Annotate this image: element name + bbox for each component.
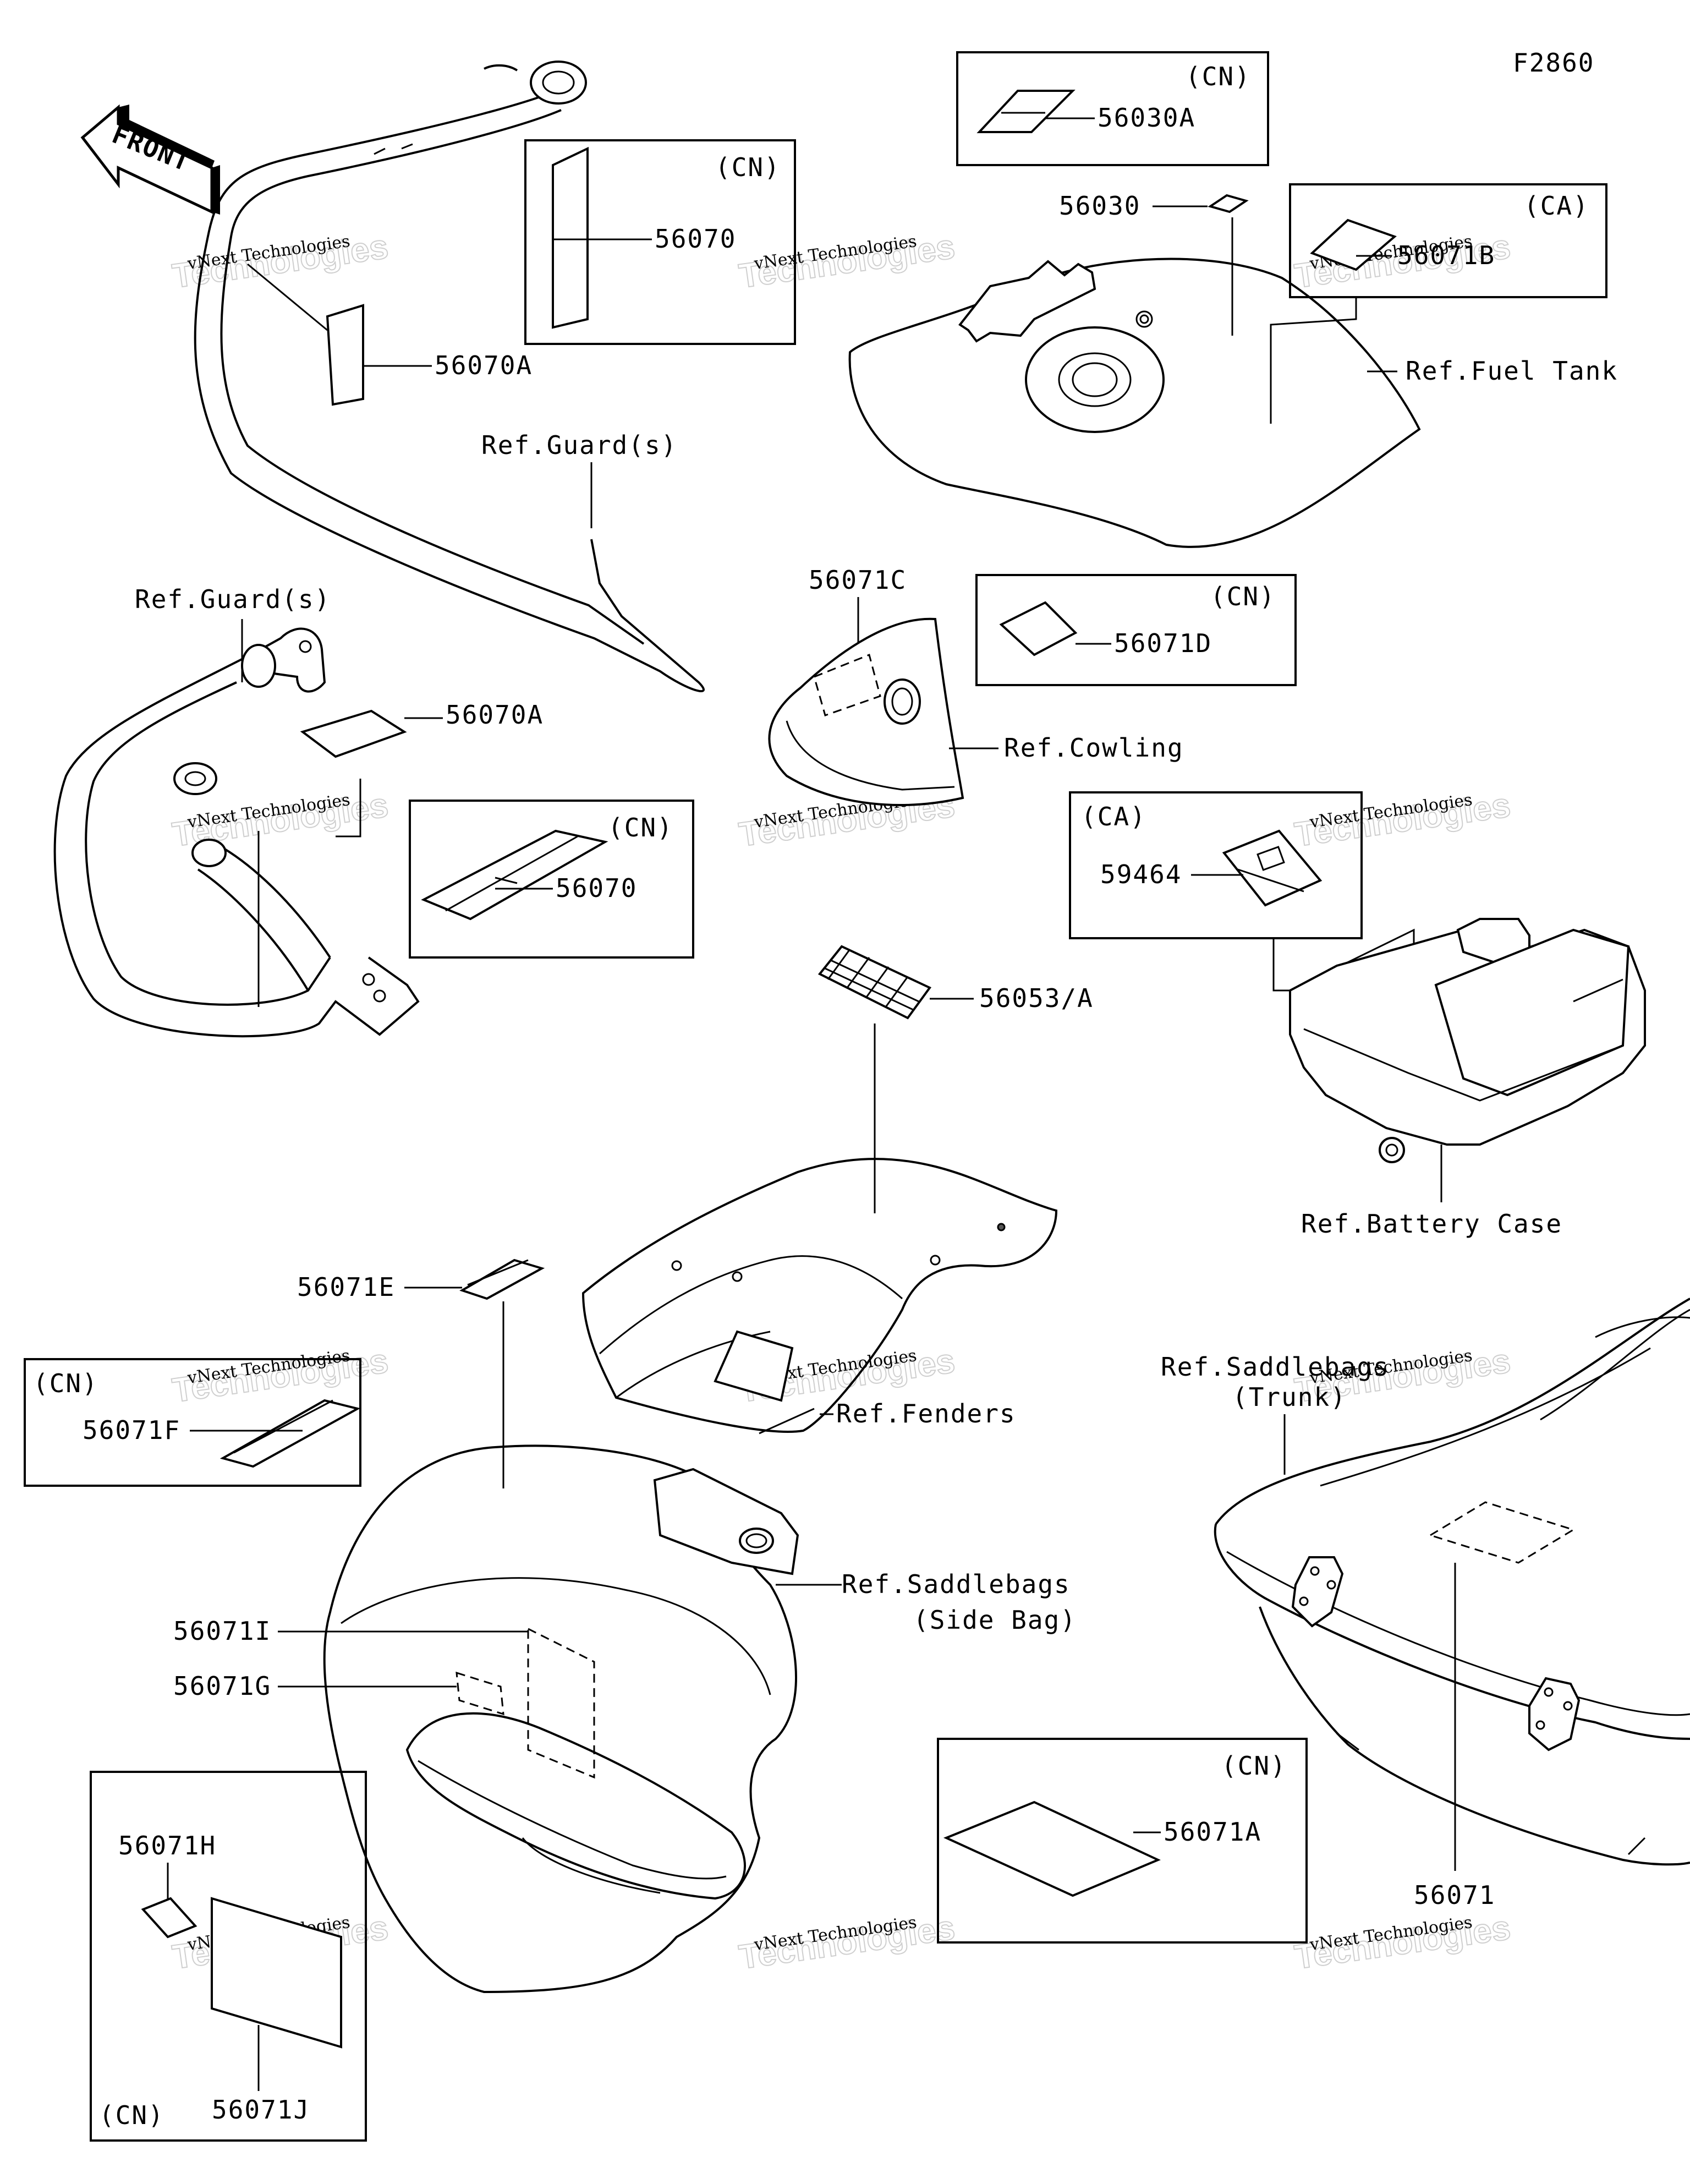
part-59464: 59464: [1100, 860, 1182, 889]
part-56071H: 56071H: [118, 1831, 216, 1860]
decal-56070A-upper: 56070A: [247, 263, 533, 406]
decal-56070A-lower: 56070A: [300, 700, 544, 838]
battery-case: Ref.Battery Case: [1289, 918, 1646, 1239]
ref-guards-label-lower: Ref.Guard(s): [135, 584, 331, 614]
part-56053A: 56053/A: [979, 983, 1094, 1013]
part-56070-lower: 56070: [556, 873, 637, 903]
guard-lower: Ref.Guard(s): [53, 584, 420, 1038]
part-56071J: 56071J: [212, 2095, 310, 2125]
region-ca: (CA): [1524, 191, 1589, 221]
front-arrow-icon: FRONT: [80, 104, 220, 215]
part-56030A: 56030A: [1098, 103, 1195, 133]
watermarks: Technologies vNext Technologies Technolo…: [169, 227, 1513, 1977]
guard-upper: [194, 61, 705, 693]
cowling: 56071C Ref.Cowling: [768, 565, 1184, 806]
part-56071C: 56071C: [809, 565, 907, 595]
ref-saddlebags-side: Ref.Saddlebags: [842, 1569, 1071, 1599]
decal-56071E: 56071E: [297, 1258, 545, 1488]
fuel-tank: Ref.Fuel Tank: [848, 258, 1618, 548]
part-56070A-lower: 56070A: [446, 700, 544, 730]
cn-box-56070-lower: (CN) 56070: [257, 800, 694, 1007]
fender: Ref.Fenders: [581, 1158, 1058, 1435]
diagram-code: F2860: [1513, 48, 1594, 78]
ref-saddlebags-trunk-2: (Trunk): [1232, 1382, 1347, 1412]
ref-fenders: Ref.Fenders: [836, 1399, 1016, 1428]
region-cn: (CN): [608, 813, 673, 842]
trunk: Ref.Saddlebags (Trunk) 56071: [1161, 1298, 1690, 1910]
region-cn: (CN): [1186, 62, 1251, 91]
part-56071D: 56071D: [1114, 628, 1212, 658]
part-56071E: 56071E: [297, 1272, 395, 1302]
cn-box-56071F: (CN) 56071F: [24, 1358, 361, 1487]
region-cn: (CN): [1210, 582, 1276, 611]
region-cn: (CN): [715, 152, 781, 182]
ca-box-56071B: (CA) 56071B: [1270, 183, 1607, 424]
cn-box-56071A: (CN) 56071A: [937, 1738, 1308, 1944]
cn-box-56070-upper: (CN) 56070: [524, 139, 796, 345]
ref-cowling: Ref.Cowling: [1004, 733, 1184, 763]
ref-saddlebags-trunk: Ref.Saddlebags: [1161, 1352, 1390, 1382]
region-cn: (CN): [1221, 1751, 1287, 1781]
cn-box-56071D: (CN) 56071D: [975, 574, 1297, 686]
ref-guards-upper: Ref.Guard(s): [481, 430, 677, 528]
part-56071I: 56071I: [173, 1616, 271, 1646]
region-ca: (CA): [1081, 802, 1146, 831]
part-56071B: 56071B: [1397, 240, 1495, 270]
part-56030: 56030: [1059, 191, 1140, 221]
cn-box-56030A: (CN) 56030A: [956, 51, 1269, 166]
part-56070A: 56070A: [435, 351, 533, 380]
ref-battery-case: Ref.Battery Case: [1301, 1209, 1562, 1239]
ref-guards-label: Ref.Guard(s): [481, 430, 677, 460]
ca-box-59464: (CA) 59464: [1069, 791, 1415, 1023]
region-cn: (CN): [99, 2100, 164, 2130]
ref-fuel-tank: Ref.Fuel Tank: [1406, 356, 1618, 386]
side-bag: Ref.Saddlebags (Side Bag) 56071I 56071G: [173, 1444, 1077, 1994]
part-56070: 56070: [655, 224, 736, 254]
ref-saddlebags-side-2: (Side Bag): [913, 1605, 1077, 1635]
region-cn: (CN): [33, 1369, 98, 1398]
decal-56030: 56030: [1059, 191, 1249, 336]
part-56071A: 56071A: [1164, 1817, 1261, 1847]
part-56071F: 56071F: [83, 1415, 180, 1445]
part-56071G: 56071G: [173, 1671, 271, 1701]
decal-56053A: 56053/A: [817, 945, 1094, 1213]
cn-box-56071H-56071J: 56071H 56071J (CN): [90, 1771, 367, 2142]
part-56071: 56071: [1414, 1880, 1495, 1910]
